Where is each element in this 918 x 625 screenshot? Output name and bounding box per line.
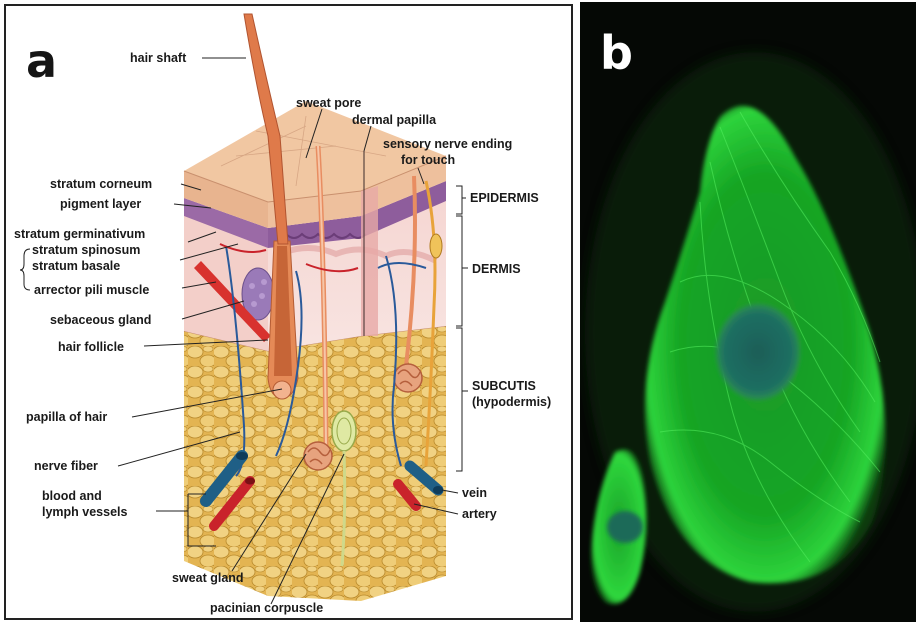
skin-diagram-panel: a — [4, 4, 573, 620]
panel-letter-b: b — [600, 30, 633, 76]
label-blood-lymph-line2: lymph vessels — [42, 505, 128, 519]
skin-cross-section-illustration: hair shaft sweat pore dermal papilla sen… — [6, 6, 571, 618]
label-sweat-pore: sweat pore — [296, 96, 361, 110]
label-hair-shaft: hair shaft — [130, 51, 187, 65]
label-pigment-layer: pigment layer — [60, 197, 141, 211]
label-artery: artery — [462, 507, 497, 521]
label-papilla-of-hair: papilla of hair — [26, 410, 107, 424]
label-sweat-gland: sweat gland — [172, 571, 244, 585]
label-arrector-pili-muscle: arrector pili muscle — [34, 283, 149, 297]
label-vein: vein — [462, 486, 487, 500]
label-pacinian-corpuscle: pacinian corpuscle — [210, 601, 323, 615]
label-stratum-basale: stratum basale — [32, 259, 120, 273]
label-sensory-nerve-line2: for touch — [401, 153, 455, 167]
fluorescence-micrograph-panel: b — [580, 2, 916, 622]
fluorescent-cell-image — [580, 2, 916, 622]
label-hair-follicle: hair follicle — [58, 340, 124, 354]
small-cell-nucleus — [607, 511, 643, 543]
label-nerve-fiber: nerve fiber — [34, 459, 98, 473]
label-dermal-papilla: dermal papilla — [352, 113, 437, 127]
label-sebaceous-gland: sebaceous gland — [50, 313, 151, 327]
label-stratum-germinativum: stratum germinativum — [14, 227, 145, 241]
label-subcutis-line2: (hypodermis) — [472, 395, 551, 409]
small-cell — [591, 450, 646, 605]
label-dermis: DERMIS — [472, 262, 521, 276]
main-cell-nucleus — [716, 304, 800, 400]
label-subcutis-line1: SUBCUTIS — [472, 379, 536, 393]
label-stratum-spinosum: stratum spinosum — [32, 243, 140, 257]
label-blood-lymph-line1: blood and — [42, 489, 102, 503]
label-stratum-corneum: stratum corneum — [50, 177, 152, 191]
label-sensory-nerve-line1: sensory nerve ending — [383, 137, 512, 151]
label-epidermis: EPIDERMIS — [470, 191, 539, 205]
panel-letter-a: a — [26, 38, 57, 84]
